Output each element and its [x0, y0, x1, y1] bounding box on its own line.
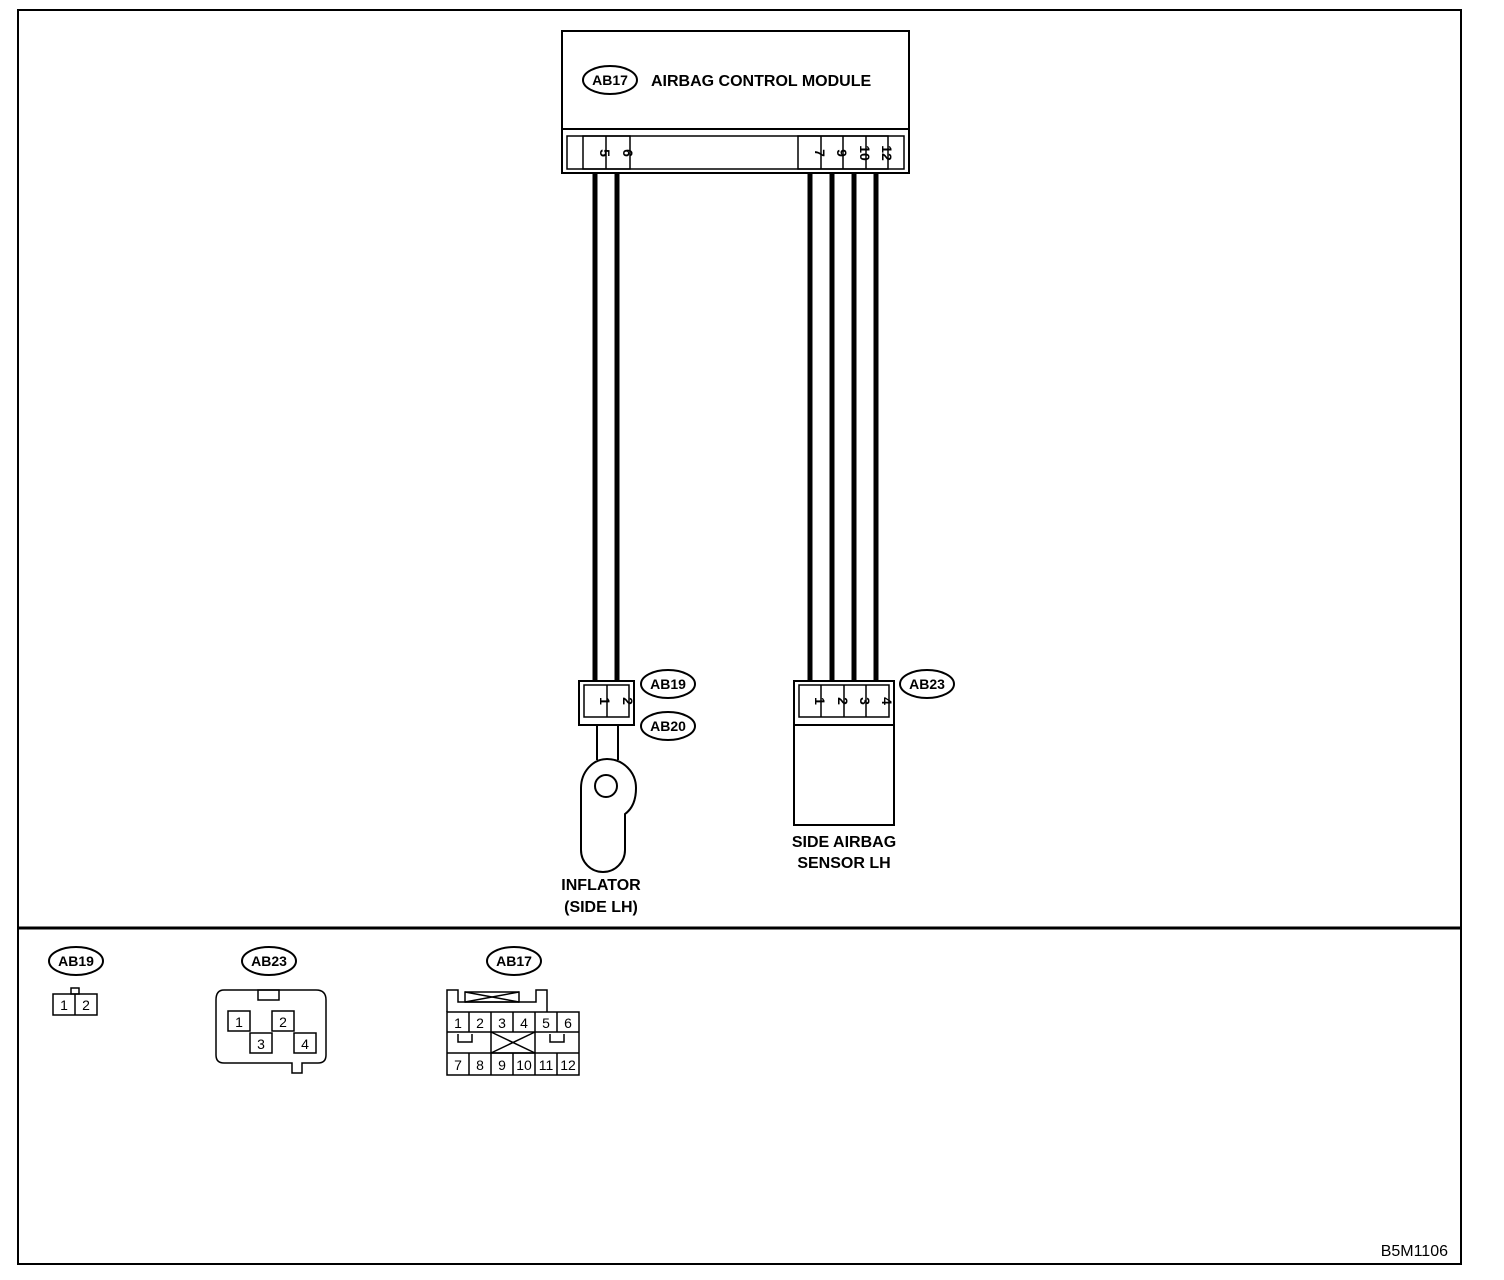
- ab19-connector-view: AB19 1 2: [48, 946, 104, 1016]
- ab23-pin: 1: [235, 1014, 243, 1030]
- ab17-pin: 2: [476, 1015, 484, 1031]
- sensor-label: SENSOR LH: [797, 855, 890, 872]
- harness-wires: [592, 173, 879, 681]
- sensor-pin-label: 1: [812, 697, 828, 705]
- sensor-pin-label: 3: [857, 697, 873, 705]
- ab17-pin: 1: [454, 1015, 462, 1031]
- connector-code-oval: [48, 946, 104, 976]
- inflator-connector-code: AB20: [650, 718, 686, 734]
- inflator-connector: 1 2 AB19 AB20: [578, 669, 696, 741]
- ab19-pin: 1: [60, 997, 68, 1013]
- ab23-code: AB23: [251, 953, 287, 969]
- side-airbag-sensor-body: [793, 724, 895, 826]
- ab19-pin: 2: [82, 997, 90, 1013]
- inflator-label: INFLATOR: [561, 877, 641, 894]
- ab17-pin: 4: [520, 1015, 528, 1031]
- ab17-pin: 6: [564, 1015, 572, 1031]
- module-pin-label: 12: [879, 145, 895, 161]
- inflator-pin-label: 1: [597, 697, 613, 705]
- connector-code-oval: [640, 669, 696, 699]
- connector-code-oval: [486, 946, 542, 976]
- connector-code-oval: [241, 946, 297, 976]
- ab17-connector-view: AB17 1 2 3 4 5 6 7 8 9 10 11: [446, 946, 580, 1076]
- sensor-label: SIDE AIRBAG: [792, 834, 896, 851]
- inflator-device-icon: [580, 725, 638, 873]
- diagram-frame: [17, 9, 1462, 1265]
- ab23-pin: 3: [257, 1036, 265, 1052]
- module-code: AB17: [592, 72, 628, 88]
- ab17-pin: 10: [516, 1057, 532, 1073]
- module-pin-label: 5: [597, 149, 613, 157]
- ab23-pin: 4: [301, 1036, 309, 1052]
- ab17-pin: 3: [498, 1015, 506, 1031]
- connector-code-oval: [582, 65, 638, 95]
- connector-code-oval: [899, 669, 955, 699]
- sensor-pin-label: 2: [835, 697, 851, 705]
- ab17-pin: 12: [560, 1057, 576, 1073]
- ab17-pin: 8: [476, 1057, 484, 1073]
- ab17-pin: 9: [498, 1057, 506, 1073]
- ab23-pin: 2: [279, 1014, 287, 1030]
- module-pin-label: 7: [812, 149, 828, 157]
- ab17-pin: 11: [539, 1057, 554, 1073]
- module-pin-label: 6: [620, 149, 636, 157]
- inflator-label: (SIDE LH): [564, 899, 638, 916]
- module-title: AIRBAG CONTROL MODULE: [651, 73, 871, 90]
- figure-code: B5M1106: [1381, 1243, 1448, 1260]
- inflator-connector-code: AB19: [650, 676, 686, 692]
- inflator-pin-label: 2: [620, 697, 636, 705]
- ab19-code: AB19: [58, 953, 94, 969]
- ab17-pin: 5: [542, 1015, 550, 1031]
- airbag-control-module: AB17 AIRBAG CONTROL MODULE 5 6 7 9 10 12: [561, 30, 910, 174]
- ab17-pin: 7: [454, 1057, 462, 1073]
- sensor-pin-label: 4: [879, 697, 895, 705]
- ab23-connector-view: AB23 1 2 3 4: [215, 946, 327, 1074]
- ab17-code: AB17: [496, 953, 532, 969]
- module-pin-label: 9: [834, 149, 850, 157]
- sensor-connector-code: AB23: [909, 676, 945, 692]
- module-pin-label: 10: [857, 145, 873, 161]
- connector-code-oval: [640, 711, 696, 741]
